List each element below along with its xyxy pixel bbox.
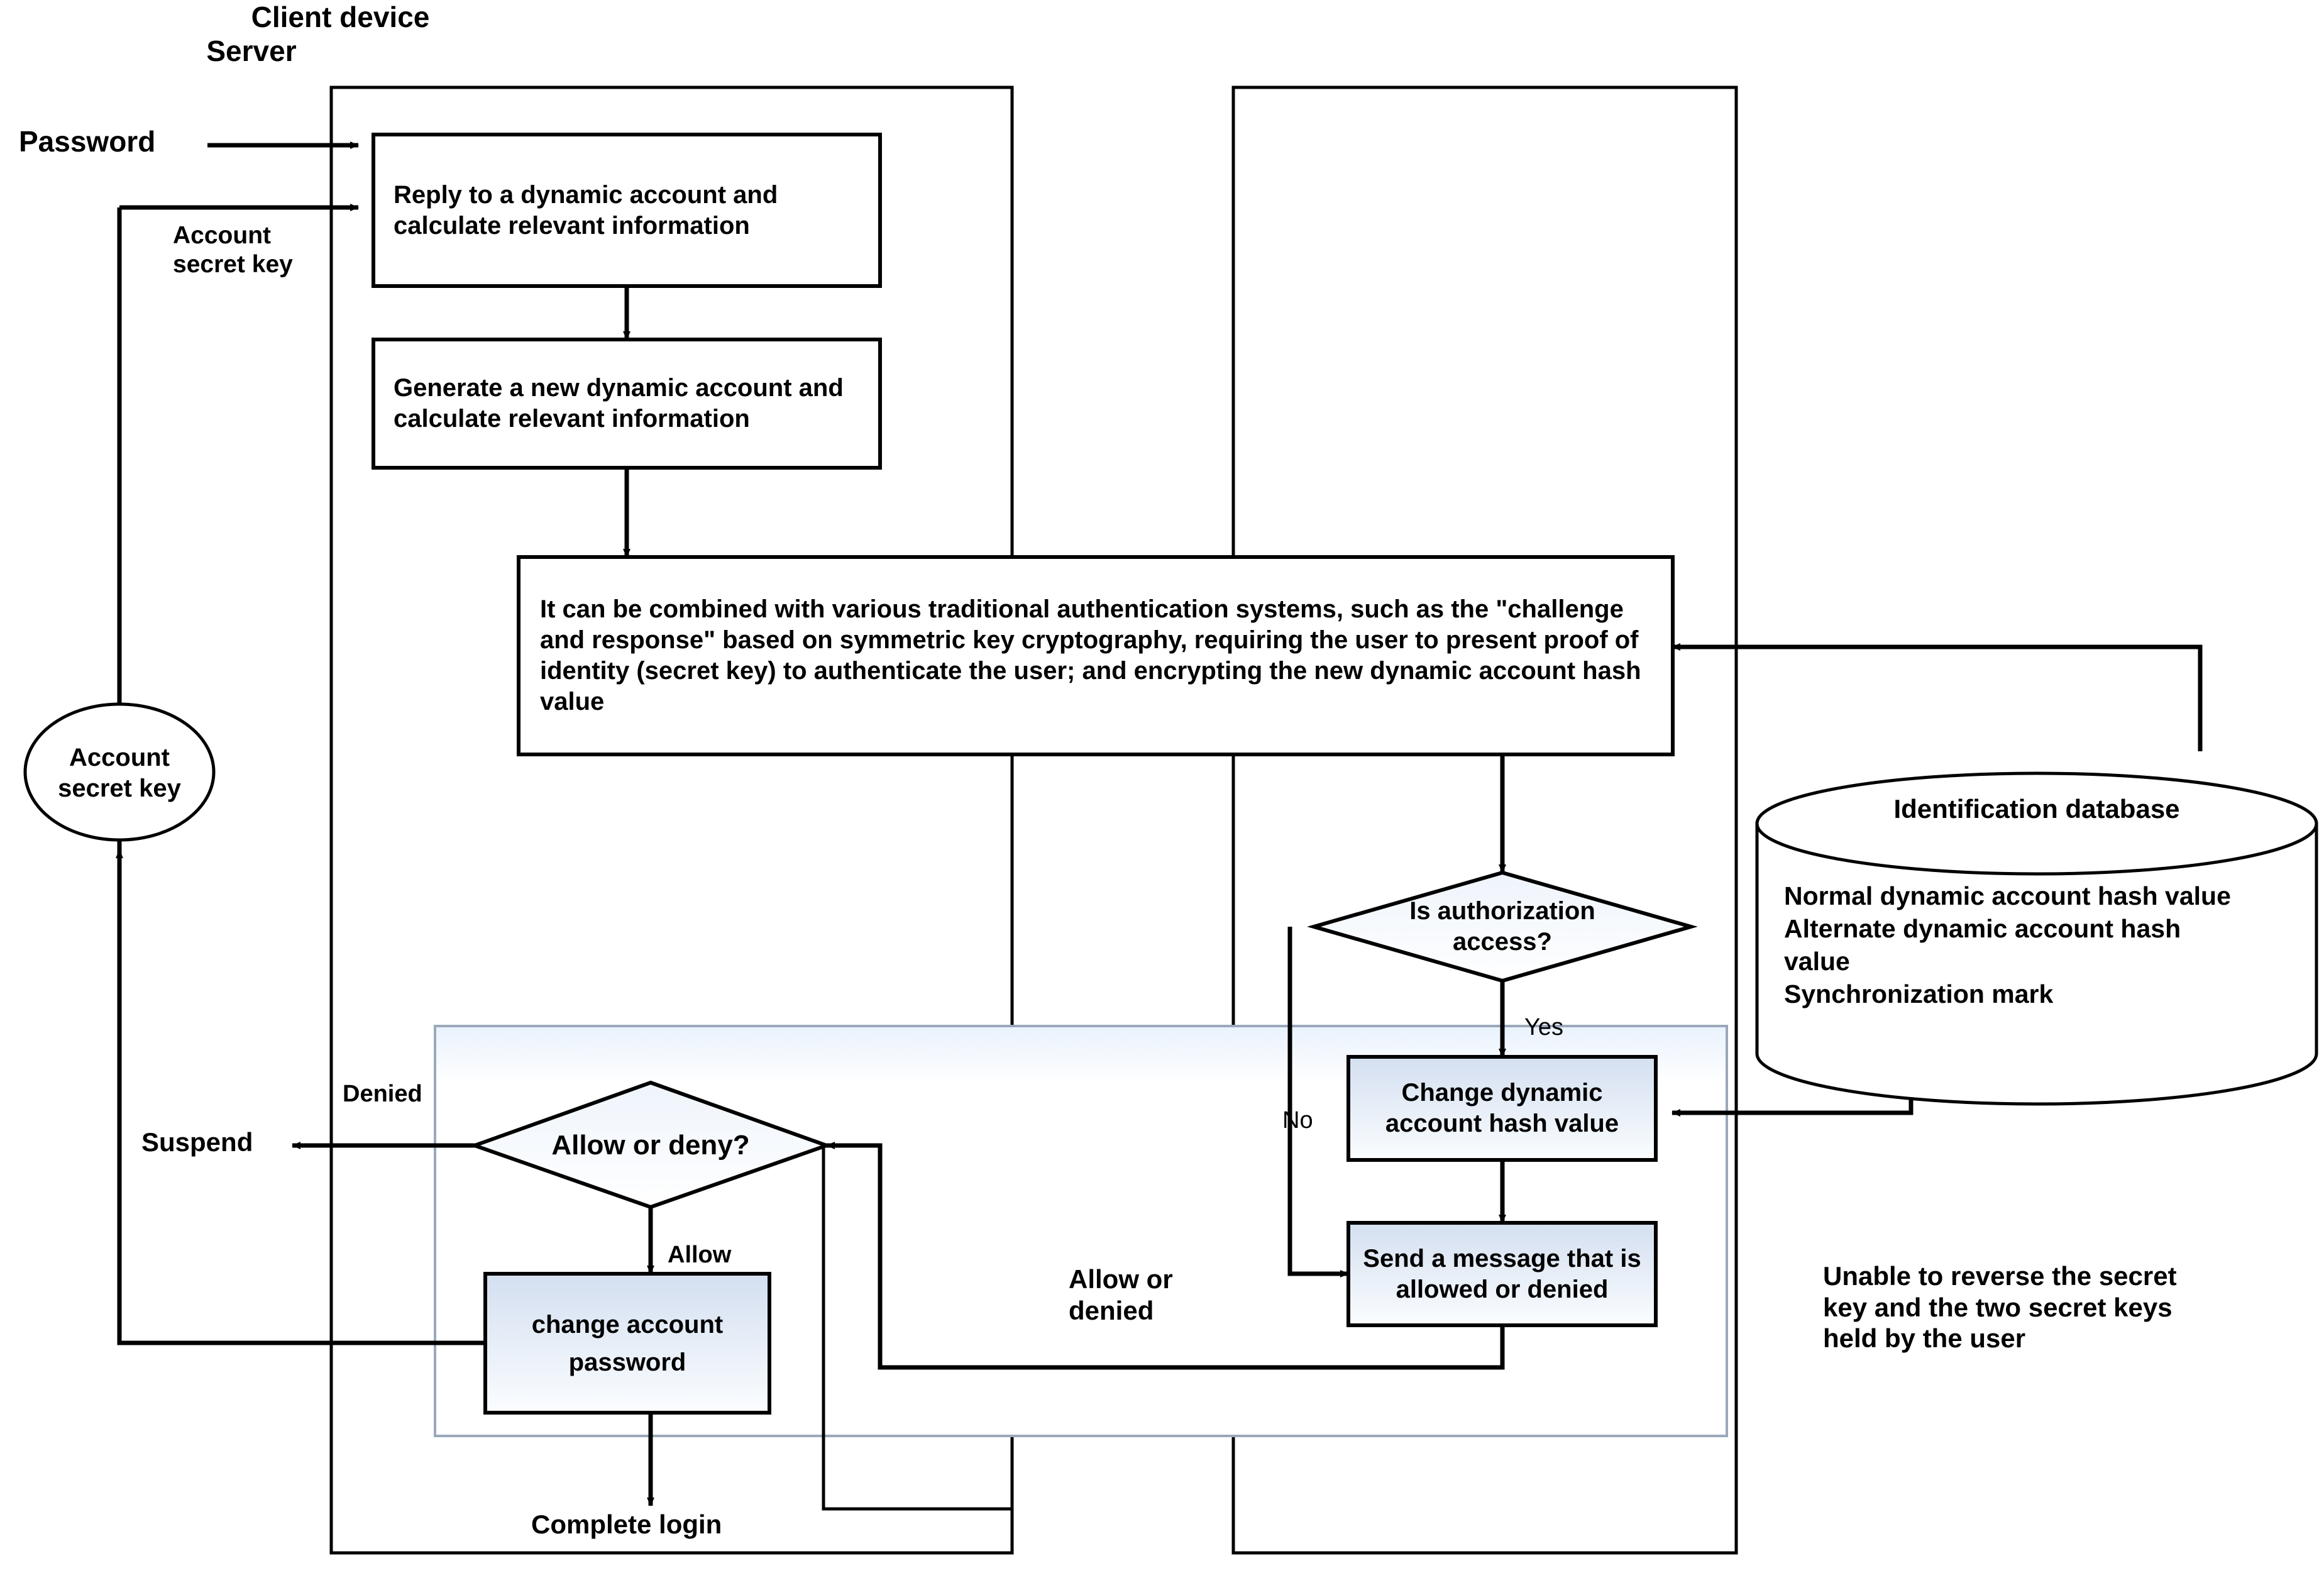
node-change-account-password-label: change account password [531, 1310, 724, 1376]
node-identification-database-shape [1755, 771, 2318, 1106]
swimlane-server-box [1231, 86, 1738, 1555]
node-combined-auth-label: It can be combined with various traditio… [540, 595, 1641, 715]
edge-label-no: No [1282, 1107, 1313, 1134]
label-complete-login: Complete login [531, 1510, 722, 1539]
node-send-message-label: Send a message that is allowed or denied [1363, 1244, 1641, 1303]
swimlane-title-server: Server [206, 35, 297, 67]
note-irreversible-secret-key: Unable to reverse the secret key and the… [1823, 1261, 2177, 1354]
node-reply-dynamic-account-label: Reply to a dynamic account and calculate… [394, 180, 778, 240]
node-identification-database-line-3: value [1784, 947, 1850, 976]
node-combined-auth-shape [517, 555, 1675, 756]
label-suspend: Suspend [141, 1127, 253, 1157]
swimlane-client-box [329, 86, 1014, 1555]
node-is-authorization-access-shape [1307, 870, 1698, 983]
node-reply-dynamic-account-shape [372, 133, 882, 288]
label-allow-or-denied: Allow or denied [1069, 1264, 1173, 1325]
edge-send-to-allowdeny [826, 1142, 1505, 1370]
node-change-dynamic-hash-label: Change dynamic account hash value [1385, 1079, 1619, 1137]
edge-label-denied: Denied [343, 1081, 422, 1107]
node-identification-database-title: Identification database [1893, 794, 2180, 824]
label-account-secret-key-input: Account secret key [173, 222, 293, 279]
node-is-authorization-access-label: Is authorization access? [1409, 897, 1595, 956]
edge-decision-no [1287, 927, 1349, 1278]
node-send-message-shape [1346, 1221, 1658, 1327]
node-identification-database-line-1: Normal dynamic account hash value [1784, 881, 2231, 910]
node-account-secret-key-label: Account secret key [58, 744, 181, 802]
node-change-account-password-shape [483, 1272, 771, 1415]
node-identification-database-line-2: Alternate dynamic account hash [1784, 914, 2181, 943]
edge-db-to-combined [1671, 643, 2203, 751]
node-change-dynamic-hash-shape [1346, 1055, 1658, 1162]
edge-label-yes: Yes [1524, 1014, 1563, 1040]
node-generate-dynamic-account-label: Generate a new dynamic account and calcu… [394, 374, 844, 433]
node-identification-database-line-4: Synchronization mark [1784, 980, 2054, 1008]
edge-suspend-rail [822, 1145, 1012, 1511]
label-password: Password [19, 125, 156, 158]
node-allow-or-deny-label: Allow or deny? [551, 1130, 750, 1161]
swimlane-title-client: Client device [251, 1, 430, 33]
edge-label-allow: Allow [668, 1242, 732, 1268]
node-generate-dynamic-account-shape [372, 338, 882, 470]
node-allow-or-deny-shape [469, 1080, 832, 1210]
